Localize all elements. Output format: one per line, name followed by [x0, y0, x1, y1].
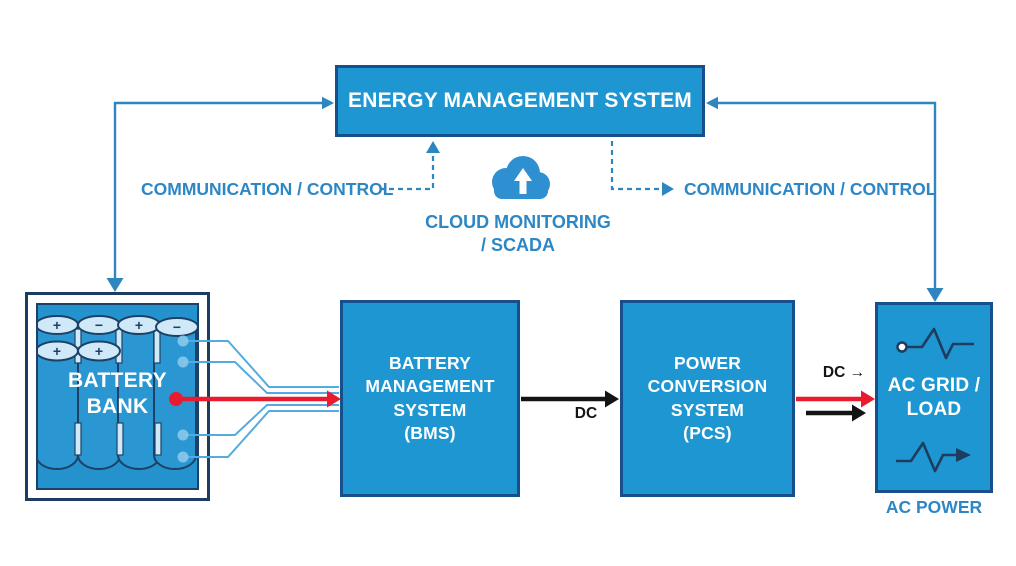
ac-grid-load-box: AC GRID / LOAD: [875, 302, 993, 493]
battery-bank-label: BATTERY BANK: [68, 369, 167, 419]
cell-sign: +: [53, 317, 61, 333]
bms-box: BATTERY MANAGEMENT SYSTEM (BMS): [340, 300, 520, 497]
communication-control-label-left: COMMUNICATION / CONTROL: [141, 179, 394, 199]
battery-cells-illustration: + − + − + +: [38, 315, 197, 470]
cell-sign: −: [173, 319, 181, 335]
cell-sign: +: [95, 343, 103, 359]
communication-control-label-right: COMMUNICATION / CONTROL: [684, 179, 937, 199]
ac-grid-load-label: AC GRID / LOAD: [887, 374, 981, 420]
cloud-monitoring-label: CLOUD MONITORING / SCADA: [425, 212, 611, 255]
arrowhead-into-ems-left: [322, 96, 334, 110]
ems-label: ENERGY MANAGEMENT SYSTEM: [348, 89, 692, 112]
arrowhead-dashed-right: [662, 182, 674, 196]
pcs-acgrid-red-arrow: [796, 390, 875, 408]
cell-sign: −: [95, 317, 103, 333]
arrowhead-into-battery-top: [106, 278, 124, 292]
dc-label-pcs-grid: DC →: [822, 364, 866, 381]
arrowhead-dashed-up: [426, 141, 440, 153]
cloud-upload-icon: [486, 152, 552, 211]
ac-waveform-output-icon: [896, 441, 971, 472]
pcs-acgrid-black-arrow: [806, 404, 866, 422]
cell-sign: +: [135, 317, 143, 333]
ac-waveform-source-icon: [896, 328, 974, 360]
dc-label-bms-pcs: DC: [574, 405, 598, 422]
pcs-box: POWER CONVERSION SYSTEM (PCS): [620, 300, 795, 497]
ac-power-label: AC POWER: [885, 497, 983, 517]
arrowhead-into-acgrid-top: [926, 288, 944, 302]
cell-sign: +: [53, 343, 61, 359]
battery-bank-panel: + − + − + +: [36, 303, 199, 490]
ems-box: ENERGY MANAGEMENT SYSTEM: [335, 65, 705, 137]
comm-right-dashed-arrow: [610, 141, 662, 191]
arrowhead-into-ems-right: [706, 96, 718, 110]
